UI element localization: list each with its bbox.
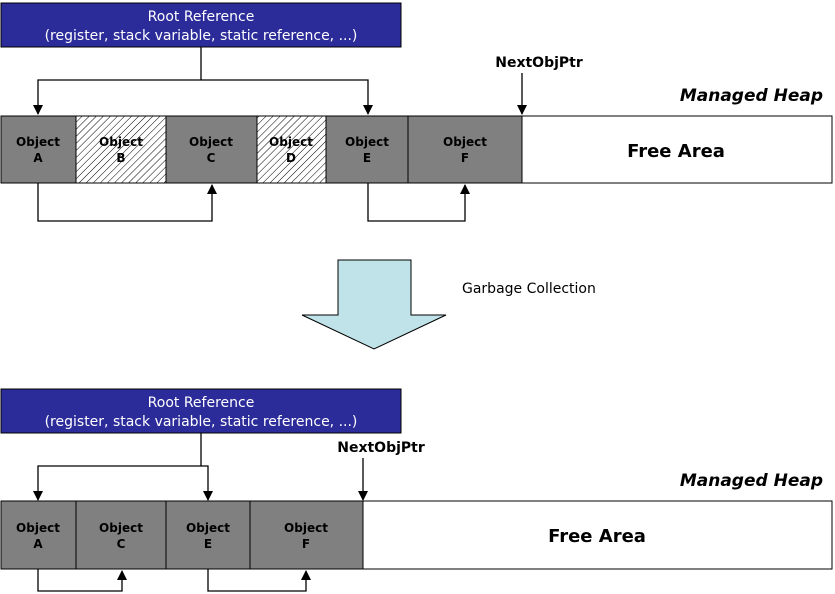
object-f-label: Object — [443, 135, 487, 149]
object-e-to-f-arrow — [207, 569, 311, 592]
root-to-object-a-arrow — [33, 79, 201, 115]
free-area-cell — [362, 500, 833, 570]
root-reference-title: Root Reference — [148, 9, 255, 25]
managed-heap-label: Managed Heap — [680, 471, 823, 491]
root-reference-title: Root Reference — [148, 395, 255, 411]
object-a-cell — [0, 500, 77, 570]
free-area-label: Free Area — [627, 141, 725, 162]
object-e-letter: E — [204, 537, 212, 551]
object-b-label: Object — [99, 135, 143, 149]
next-obj-ptr-label: NextObjPtr — [337, 440, 425, 456]
root-reference-subtitle: (register, stack variable, static refere… — [45, 28, 358, 44]
object-c-letter: C — [207, 151, 216, 165]
object-c-cell — [75, 500, 167, 570]
object-e-label: Object — [345, 135, 389, 149]
object-b-letter: B — [116, 151, 125, 165]
object-f-cell — [407, 115, 523, 184]
object-a-label: Object — [16, 135, 60, 149]
object-a-letter: A — [33, 151, 43, 165]
garbage-collection-label: Garbage Collection — [462, 281, 596, 297]
object-d-cell — [256, 115, 327, 184]
object-a-to-c-arrow — [37, 569, 127, 592]
managed-heap-label: Managed Heap — [680, 86, 823, 106]
object-c-label: Object — [189, 135, 233, 149]
object-a-letter: A — [33, 537, 43, 551]
heap-row: Object A Object C Object E Object F Free… — [0, 500, 833, 570]
object-d-letter: D — [286, 151, 296, 165]
object-a-label: Object — [16, 521, 60, 535]
object-e-letter: E — [363, 151, 371, 165]
before-section: Root Reference (register, stack variable… — [0, 2, 833, 222]
garbage-collection-transition: Garbage Collection — [301, 259, 596, 350]
object-c-label: Object — [99, 521, 143, 535]
free-area-cell — [521, 115, 833, 184]
object-e-cell — [165, 500, 251, 570]
object-a-to-c-arrow — [37, 183, 217, 222]
root-to-object-e-arrow — [201, 465, 213, 501]
object-f-cell — [249, 500, 364, 570]
object-f-label: Object — [284, 521, 328, 535]
object-e-to-f-arrow — [367, 183, 470, 222]
free-area-label: Free Area — [548, 526, 646, 547]
object-a-cell — [0, 115, 77, 184]
root-to-object-e-arrow — [201, 79, 373, 115]
root-reference-subtitle: (register, stack variable, static refere… — [45, 414, 358, 430]
object-e-cell — [325, 115, 409, 184]
root-to-object-a-arrow — [33, 465, 201, 501]
next-obj-ptr-label: NextObjPtr — [495, 55, 583, 71]
object-e-label: Object — [186, 521, 230, 535]
object-c-cell — [165, 115, 258, 184]
down-arrow-icon — [301, 259, 447, 350]
object-c-letter: C — [117, 537, 126, 551]
object-f-letter: F — [302, 537, 310, 551]
object-f-letter: F — [461, 151, 469, 165]
object-b-cell — [75, 115, 167, 184]
heap-row: Object A Object B Object C Object D Obje… — [0, 115, 833, 184]
root-reference-box — [0, 388, 402, 434]
after-section: Root Reference (register, stack variable… — [0, 388, 833, 592]
root-reference-box — [0, 2, 402, 48]
object-d-label: Object — [269, 135, 313, 149]
